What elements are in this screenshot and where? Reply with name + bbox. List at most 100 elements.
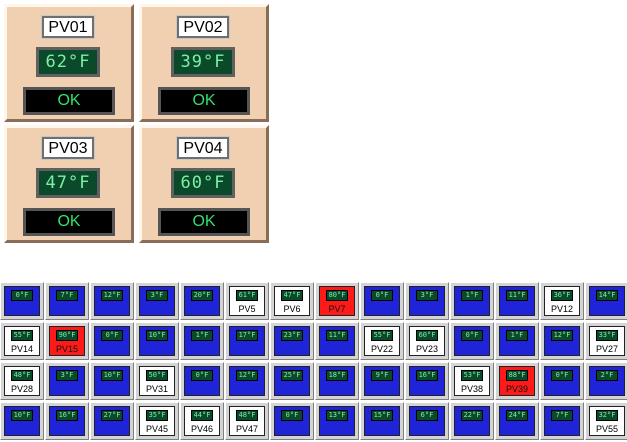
pv-temperature-display: 61°F — [236, 290, 258, 301]
pv-cell[interactable]: 3°F — [135, 282, 179, 320]
panel-name-button[interactable]: PV03 — [41, 136, 95, 160]
pv-cell[interactable]: 16°F — [45, 402, 89, 440]
pv-temperature-display: 32°F — [596, 410, 618, 421]
pv-status-box: 0°F — [544, 366, 580, 396]
pv-status-box: 0°F — [184, 366, 220, 396]
pv-temperature-display: 60°F — [416, 330, 438, 341]
pv-cell[interactable]: 1°F — [495, 322, 539, 360]
pv-cell[interactable]: 23°F — [270, 322, 314, 360]
pv-cell[interactable]: 0°F — [180, 362, 224, 400]
pv-cell[interactable]: 0°F — [0, 282, 44, 320]
pv-label: PV47 — [235, 424, 259, 434]
panel-name-button[interactable]: PV01 — [41, 15, 95, 39]
pv-temperature-display: 20°F — [191, 290, 213, 301]
pv-cell[interactable]: 12°F — [540, 322, 584, 360]
pv-cell[interactable]: 0°F — [90, 322, 134, 360]
pv-temperature-display: 35°F — [146, 410, 168, 421]
pv-cell[interactable]: 9°F — [360, 362, 404, 400]
pv-cell[interactable]: 7°F — [540, 402, 584, 440]
pv-cell[interactable]: 11°F — [495, 282, 539, 320]
pv-temperature-display: 48°F — [236, 410, 258, 421]
pv-cell[interactable]: 22°F — [450, 402, 494, 440]
pv-cell[interactable]: 12°F — [225, 362, 269, 400]
pv-cell[interactable]: 10°F — [135, 322, 179, 360]
pv-cell[interactable]: 0°F — [450, 322, 494, 360]
pv-cell[interactable]: 13°F — [315, 402, 359, 440]
pv-temperature-display: 10°F — [11, 410, 33, 421]
pv-status-box: 20°F — [184, 286, 220, 316]
pv-cell[interactable]: 0°F — [540, 362, 584, 400]
pv-status-box: 12°F — [544, 326, 580, 356]
pv-cell[interactable]: 20°F — [180, 282, 224, 320]
pv-cell[interactable]: 17°F — [225, 322, 269, 360]
pv-status-box: 1°F — [184, 326, 220, 356]
pv-cell[interactable]: 10°F — [90, 362, 134, 400]
pv-cell[interactable]: 3°F — [405, 282, 449, 320]
pv-temperature-display: 3°F — [146, 290, 168, 301]
pv-cell[interactable]: 12°F — [90, 282, 134, 320]
pv-temperature-display: 3°F — [56, 370, 78, 381]
pv-status-box: 11°F — [319, 326, 355, 356]
pv-cell[interactable]: 0°F — [270, 402, 314, 440]
pv-cell[interactable]: 10°F — [0, 402, 44, 440]
pv-temperature-display: 1°F — [461, 290, 483, 301]
pv-temperature-display: 36°F — [551, 290, 573, 301]
pv-status-box: 10°F — [4, 406, 40, 436]
pv-cell[interactable]: 0°F — [360, 282, 404, 320]
pv-cell[interactable]: 24°F — [495, 402, 539, 440]
pv-cell[interactable]: 1°F — [450, 282, 494, 320]
pv-temperature-display: 6°F — [416, 410, 438, 421]
pv-temperature-display: 24°F — [506, 410, 528, 421]
pv-cell[interactable]: 27°F — [90, 402, 134, 440]
pv-temperature-display: 15°F — [371, 410, 393, 421]
pv-cell[interactable]: 11°F — [315, 322, 359, 360]
pv-cell[interactable]: 1°F — [180, 322, 224, 360]
pv-cell[interactable]: 25°F — [270, 362, 314, 400]
pv-cell[interactable]: 14°F — [585, 282, 627, 320]
pv-cell[interactable]: 2°F — [585, 362, 627, 400]
pv-panel: PV02 39°F OK — [139, 4, 269, 122]
pv-status-box: 15°F — [364, 406, 400, 436]
pv-label: PV39 — [505, 384, 529, 394]
pv-status-box: 23°F — [274, 326, 310, 356]
pv-cell[interactable]: 7°F — [45, 282, 89, 320]
panel-name-button[interactable]: PV04 — [176, 136, 230, 160]
pv-status-box: 0°F — [364, 286, 400, 316]
panel-name-button[interactable]: PV02 — [176, 15, 230, 39]
pv-cell[interactable]: 6°F — [405, 402, 449, 440]
pv-panel: PV04 60°F OK — [139, 125, 269, 243]
pv-cell[interactable]: 15°F — [360, 402, 404, 440]
pv-cell[interactable]: 18°F — [315, 362, 359, 400]
pv-cell[interactable]: 16°F — [405, 362, 449, 400]
pv-cell[interactable]: 3°F — [45, 362, 89, 400]
pv-label: PV27 — [595, 344, 619, 354]
pv-status-box: 12°F — [229, 366, 265, 396]
pv-cell[interactable]: 48°F PV47 — [225, 402, 269, 440]
pv-status-box: 7°F — [49, 286, 85, 316]
pv-temperature-display: 17°F — [236, 330, 258, 341]
